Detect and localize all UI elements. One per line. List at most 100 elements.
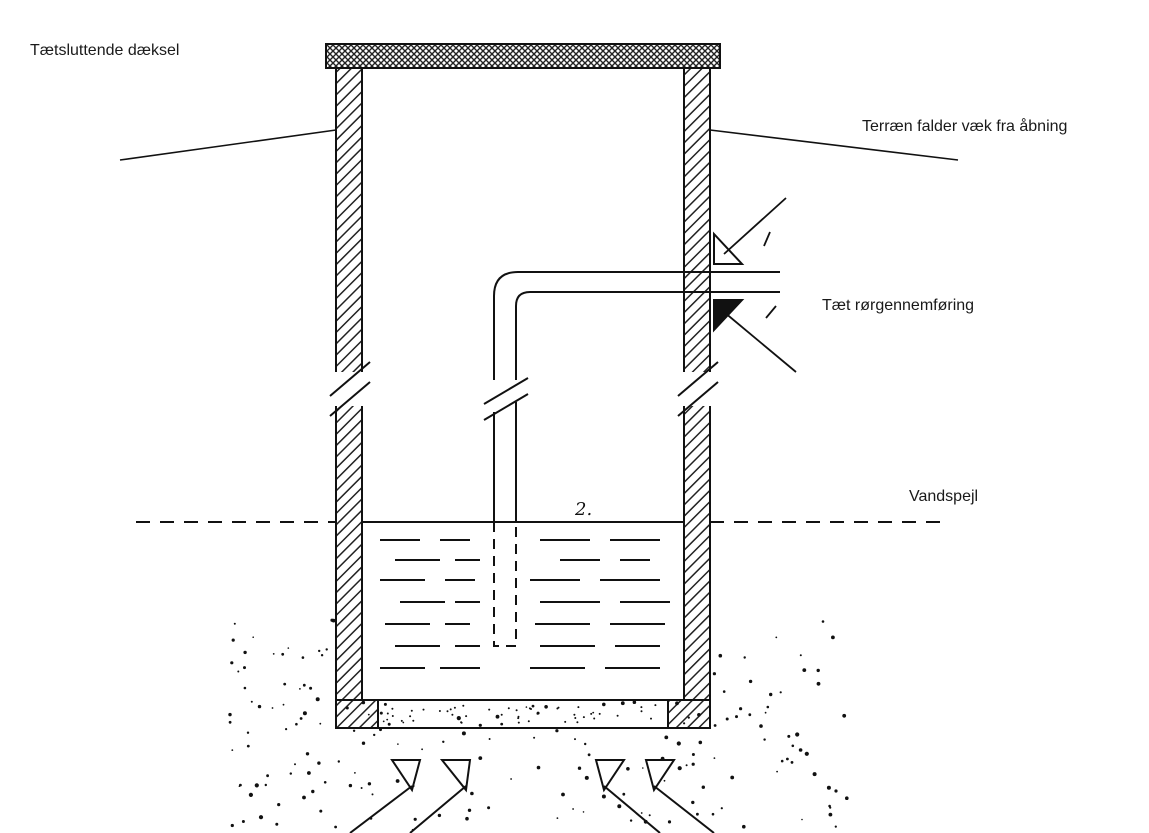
- gravel-dot: [584, 742, 587, 746]
- gravel-dot: [361, 741, 366, 745]
- gravel-dot: [574, 717, 577, 719]
- gravel-dot: [487, 806, 491, 810]
- gravel-dot: [422, 708, 425, 711]
- pipe-seal-arrows: [723, 197, 797, 373]
- gravel-dot: [348, 783, 353, 788]
- gravel-dot: [421, 748, 423, 751]
- gravel-dot: [361, 700, 366, 705]
- left-wall-break: [329, 361, 371, 417]
- gravel-dot: [470, 791, 474, 796]
- gravel-dot: [791, 744, 795, 748]
- gravel-dot: [804, 751, 809, 756]
- bottom-left-foot: [335, 699, 379, 729]
- gravel-dot: [500, 722, 504, 726]
- gravel-dot: [711, 812, 715, 816]
- gravel-dot: [277, 803, 281, 807]
- gravel-dot: [248, 792, 253, 798]
- gravel-dot: [264, 783, 267, 787]
- gravel-dot: [582, 811, 585, 813]
- gravel-dot: [228, 712, 232, 717]
- right-wall-break: [677, 361, 719, 417]
- gravel-dot: [764, 711, 767, 714]
- gravel-dot: [467, 808, 472, 812]
- gravel-dot: [829, 806, 832, 809]
- gravel-dot: [402, 721, 405, 724]
- gravel-dot: [742, 824, 746, 829]
- gravel-dot: [395, 779, 400, 783]
- terrain-left: [119, 129, 337, 161]
- gravel-dot: [713, 757, 716, 759]
- gravel-dot: [409, 715, 412, 718]
- gravel-dot: [845, 796, 849, 800]
- gravel-dot: [718, 653, 723, 658]
- gravel-dot: [334, 825, 337, 829]
- gravel-dot: [410, 709, 413, 712]
- gravel-dot: [696, 812, 699, 816]
- gravel-dot: [664, 735, 669, 740]
- gravel-dot: [257, 704, 262, 709]
- gravel-dot: [243, 650, 247, 655]
- gravel-dot: [831, 635, 835, 640]
- gravel-dot: [577, 766, 582, 770]
- gravel-dot: [544, 705, 548, 709]
- gravel-dot: [842, 713, 847, 718]
- gravel-dot: [834, 789, 838, 793]
- gravel-dot: [528, 707, 531, 710]
- gravel-dot: [795, 732, 800, 737]
- gravel-dot: [787, 734, 791, 738]
- gravel-dot: [598, 712, 601, 715]
- gravel-dot: [632, 700, 637, 704]
- pipe-submerged: [493, 522, 517, 647]
- gravel-dot: [305, 752, 310, 756]
- gravel-dot: [456, 716, 461, 721]
- pipe-break: [483, 377, 529, 421]
- gravel-dot: [769, 692, 773, 697]
- gravel-dot: [379, 728, 382, 732]
- gravel-dot: [775, 636, 778, 639]
- gravel-dot: [739, 707, 743, 711]
- gravel-dot: [386, 718, 389, 721]
- gravel-dot: [283, 682, 287, 686]
- gravel-dot: [371, 793, 374, 796]
- gravel-dot: [488, 738, 491, 740]
- gravel-dot: [517, 715, 520, 718]
- gravel-dot: [254, 783, 259, 788]
- gravel-dot: [691, 753, 695, 756]
- gravel-dot: [465, 715, 468, 718]
- gravel-dot: [285, 728, 288, 731]
- gravel-dot: [299, 717, 303, 720]
- annotation-number: 2.: [574, 499, 592, 520]
- gravel-dot: [352, 729, 356, 732]
- gravel-dot: [640, 710, 643, 713]
- gravel-dot: [391, 707, 394, 710]
- gravel-dot: [617, 804, 622, 809]
- gravel-dot: [533, 736, 536, 739]
- gravel-dot: [315, 697, 320, 702]
- cover-label: Tætsluttende dæksel: [30, 42, 180, 59]
- gravel-dot: [590, 712, 593, 715]
- gravel-dot: [801, 818, 803, 821]
- gravel-dot: [779, 691, 782, 694]
- gravel-dot: [587, 753, 591, 757]
- gravel-dot: [701, 785, 705, 789]
- gravel-dot: [698, 740, 703, 745]
- gravel-dot: [798, 748, 803, 752]
- gravel-dot: [759, 724, 763, 728]
- gravel-dot: [412, 719, 415, 722]
- gravel-dot: [231, 638, 235, 642]
- gravel-dot: [233, 622, 236, 625]
- gravel-dot: [640, 706, 643, 709]
- gravel-dot: [397, 743, 399, 745]
- gravel-dot: [821, 620, 825, 623]
- gravel-dot: [601, 794, 606, 799]
- gravel-dot: [442, 740, 445, 743]
- gravel-dot: [465, 816, 469, 821]
- gravel-dot: [354, 772, 356, 774]
- gravel-dot: [780, 759, 784, 763]
- gravel-dot: [531, 704, 535, 708]
- gravel-dot: [451, 713, 454, 716]
- gravel-dot: [748, 713, 752, 717]
- gravel-dot: [527, 720, 530, 723]
- gravel-dot: [525, 706, 528, 708]
- cover-slab: [325, 43, 721, 69]
